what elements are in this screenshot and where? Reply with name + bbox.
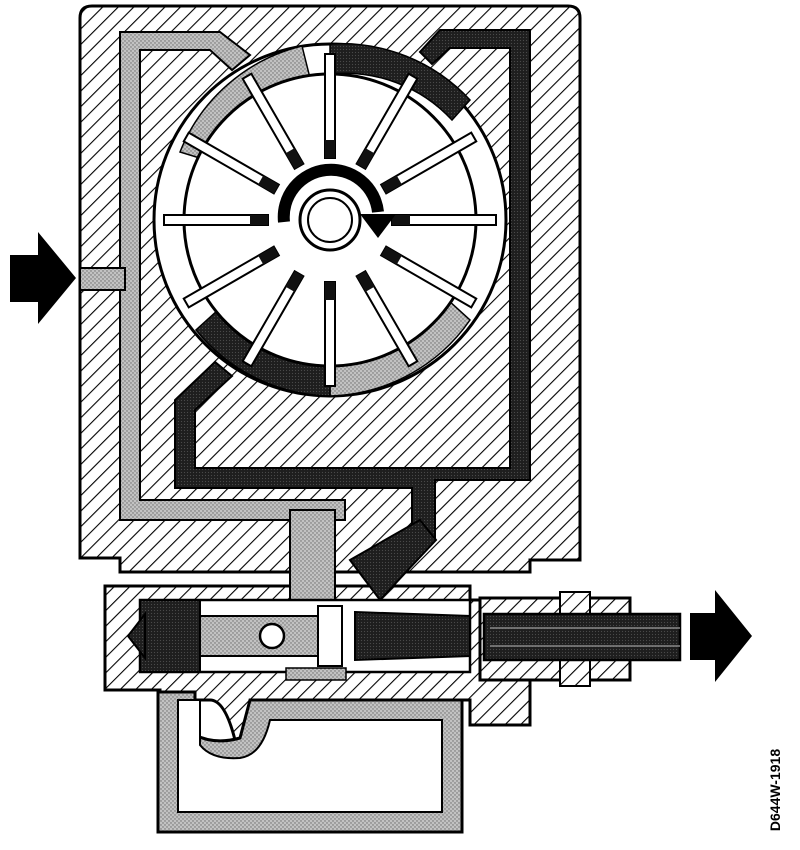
figure-id-text: D644W-1918 bbox=[767, 748, 783, 832]
inlet-arrow-icon bbox=[10, 232, 76, 324]
rotor-vane bbox=[163, 214, 269, 226]
outlet-arrow-icon bbox=[690, 590, 752, 682]
vane-group bbox=[163, 53, 497, 387]
outlet-fitting bbox=[478, 591, 682, 687]
drive-shaft bbox=[298, 188, 362, 252]
rotor-vane bbox=[241, 269, 305, 368]
figure-id-label: D644W-1918 bbox=[760, 735, 790, 845]
flow-control-valve bbox=[126, 509, 472, 681]
rotor-vane bbox=[355, 269, 419, 368]
inlet-passage bbox=[79, 31, 346, 521]
rotor-vane bbox=[391, 214, 497, 226]
rotor-vane bbox=[379, 245, 478, 309]
rotor-vane bbox=[241, 72, 305, 171]
rotor-vane bbox=[379, 131, 478, 195]
curved-arrow-clockwise-icon bbox=[277, 163, 396, 238]
rotor-vane bbox=[182, 131, 281, 195]
reservoir bbox=[156, 690, 464, 834]
rotor-vane bbox=[324, 281, 336, 387]
outlet-passage bbox=[174, 29, 531, 541]
rotor-vane bbox=[324, 53, 336, 159]
rotor-vane bbox=[182, 245, 281, 309]
rotor-vane bbox=[355, 72, 419, 171]
